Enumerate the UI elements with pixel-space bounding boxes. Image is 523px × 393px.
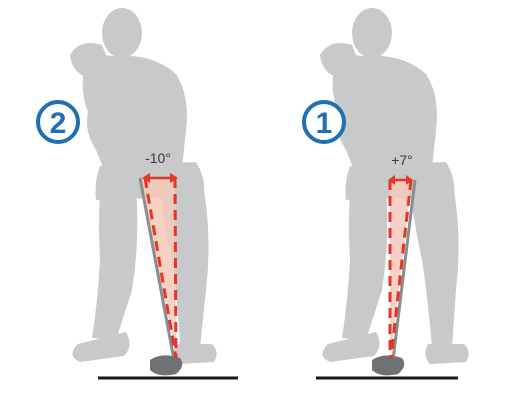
golfer-figure-left: 2 -10° (38, 8, 238, 378)
angle-label-right: +7° (391, 152, 413, 168)
golfer-figure-right: 1 +7° (304, 8, 469, 378)
step-badge-2-number: 2 (50, 107, 67, 140)
step-badge-1: 1 (304, 102, 344, 142)
angle-label-left: -10° (145, 150, 171, 166)
club-head-left (150, 355, 182, 375)
step-badge-1-number: 1 (316, 107, 333, 140)
club-head-right (372, 355, 404, 375)
step-badge-2: 2 (38, 102, 78, 142)
